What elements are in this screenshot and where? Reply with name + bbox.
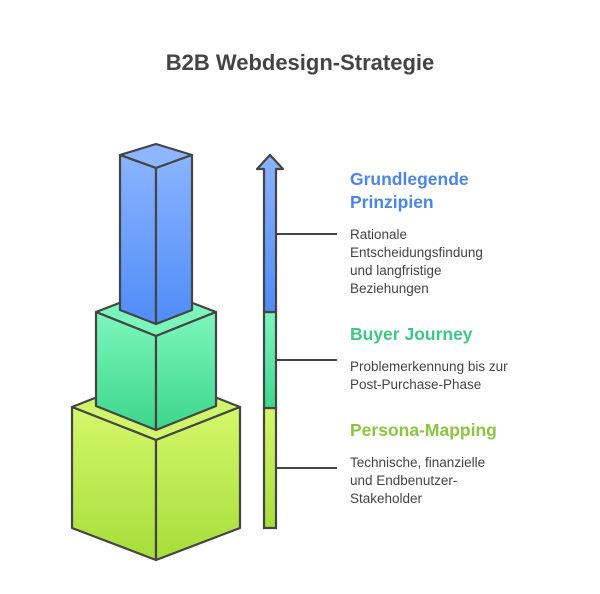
label-heading: Persona-Mapping: [350, 419, 550, 442]
description-line: und langfristige: [350, 263, 442, 278]
cube-buyer-journey-right: [154, 310, 218, 432]
description-line: Problemerkennung bis zur: [350, 359, 508, 374]
description-line: und Endbenutzer-: [350, 473, 458, 488]
description-line: Post-Purchase-Phase: [350, 377, 482, 392]
cube-grundlegende-prinzipien-left: [118, 153, 158, 326]
arrow-segment-grundlegende-prinzipien: [255, 153, 285, 314]
heading-line: Prinzipien: [350, 192, 434, 212]
label-description: Technische, finanzielle und Endbenutzer-…: [350, 454, 550, 508]
progress-arrow: [255, 153, 285, 530]
description-line: Beziehungen: [350, 281, 429, 296]
heading-line: Grundlegende: [350, 169, 469, 189]
heading-line: Persona-Mapping: [350, 420, 497, 440]
label-grundlegende-prinzipien: Grundlegende Prinzipien Rationale Entsch…: [350, 168, 550, 298]
cube-grundlegende-prinzipien: [118, 142, 194, 326]
label-heading: Buyer Journey: [350, 323, 550, 346]
heading-line: Buyer Journey: [350, 324, 473, 344]
description-line: Stakeholder: [350, 491, 423, 506]
diagram-title: B2B Webdesign-Strategie: [165, 50, 435, 75]
label-buyer-journey: Buyer Journey Problemerkennung bis zur P…: [350, 323, 550, 394]
cube-persona-mapping-right: [154, 405, 242, 562]
description-line: Entscheidungsfindung: [350, 245, 483, 260]
cube-grundlegende-prinzipien-right: [154, 153, 194, 326]
label-heading: Grundlegende Prinzipien: [350, 168, 550, 214]
label-description: Rationale Entscheidungsfindung und langf…: [350, 226, 550, 298]
label-description: Problemerkennung bis zur Post-Purchase-P…: [350, 358, 550, 394]
description-line: Technische, finanzielle: [350, 455, 486, 470]
label-persona-mapping: Persona-Mapping Technische, finanzielle …: [350, 419, 550, 508]
arrow-segment-buyer-journey: [262, 310, 278, 410]
description-line: Rationale: [350, 227, 408, 242]
arrow-segment-persona-mapping: [262, 406, 278, 530]
